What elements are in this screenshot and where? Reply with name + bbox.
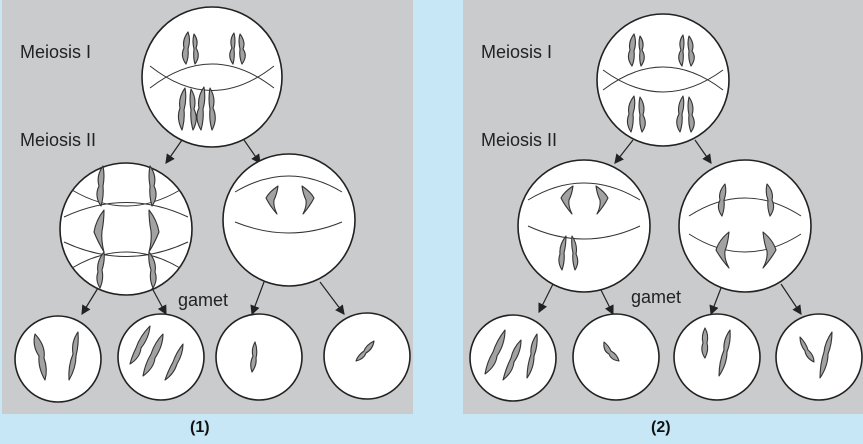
meiosis-2-left-cell	[517, 159, 651, 293]
chromosome	[96, 251, 105, 289]
chromosome	[164, 343, 184, 381]
chromosome	[484, 329, 506, 375]
chromosome	[638, 96, 646, 133]
chromosome	[819, 331, 833, 379]
chromosome	[687, 35, 695, 67]
chromosome	[626, 95, 636, 133]
chromosome	[196, 86, 206, 131]
arrow	[614, 139, 634, 164]
chromosome	[627, 33, 637, 67]
gamet-cell	[215, 313, 303, 401]
chromosome	[678, 34, 685, 67]
chromosome	[603, 341, 620, 362]
gamet-label: gamet	[631, 287, 682, 307]
chromosome	[715, 231, 730, 269]
chromosome	[595, 185, 609, 215]
chromosome	[638, 35, 645, 67]
chromosome	[265, 185, 279, 215]
chromosome	[560, 185, 574, 215]
chromosome	[238, 33, 246, 65]
chromosome	[192, 33, 199, 65]
panel-2-diagram: Meiosis I Meiosis II gamet	[463, 0, 863, 414]
chromosome	[765, 183, 775, 217]
gamet-label: gamet	[178, 290, 229, 310]
chromosome	[208, 87, 216, 131]
arrow	[694, 139, 712, 164]
gamet-cell	[14, 315, 102, 403]
chromosome	[718, 329, 731, 377]
chromosome	[177, 87, 187, 131]
arrow	[151, 287, 167, 316]
chromosome	[68, 331, 79, 381]
arrow	[538, 283, 554, 314]
chromosome	[229, 32, 236, 65]
meiosis-1-label: Meiosis I	[20, 42, 92, 62]
chromosome	[558, 235, 567, 271]
figure-caption-2: (2)	[651, 419, 671, 436]
meiosis-2-label: Meiosis II	[20, 130, 97, 150]
meiosis-2-label: Meiosis II	[481, 130, 558, 150]
meiosis-1-cell	[141, 6, 283, 148]
chromosome	[181, 31, 191, 65]
figure-caption-1: (1)	[190, 419, 210, 436]
arrow	[165, 139, 183, 164]
gamet-cell	[323, 312, 411, 400]
arrow	[780, 283, 802, 315]
panel-1-diagram: Meiosis I Meiosis II gamet	[2, 0, 413, 414]
chromosome	[96, 165, 105, 207]
chromosome	[799, 336, 815, 363]
chromosome	[33, 333, 47, 381]
chromosome	[129, 325, 151, 365]
gamet-cell	[775, 313, 863, 401]
meiosis-1-cell	[596, 13, 730, 147]
chromosome	[189, 88, 197, 131]
chromosome	[526, 333, 538, 379]
meiosis-2-right-cell	[222, 153, 356, 287]
chromosome	[687, 96, 695, 133]
arrow	[81, 287, 99, 316]
meiosis-1-label: Meiosis I	[481, 42, 553, 62]
arrow	[709, 287, 722, 316]
arrow	[600, 289, 614, 316]
chromosome	[701, 327, 709, 359]
arrow	[319, 281, 345, 315]
chromosome	[717, 183, 727, 217]
chromosome	[148, 165, 157, 207]
meiosis-2-left-cell	[59, 162, 193, 296]
chromosome	[142, 333, 164, 377]
gamet-cell	[673, 313, 761, 401]
arrow	[250, 281, 265, 316]
chromosome	[355, 340, 375, 362]
gamet-cell	[469, 314, 557, 402]
gamet-cell	[572, 313, 660, 401]
chromosome	[301, 185, 315, 215]
chromosome	[148, 251, 157, 289]
chromosome	[502, 339, 522, 381]
meiosis-2-right-cell	[678, 159, 812, 293]
arrow	[243, 139, 261, 164]
chromosome	[676, 95, 685, 133]
panel-1-drawing	[14, 6, 411, 403]
chromosome	[250, 341, 258, 373]
chromosome	[762, 231, 777, 269]
chromosome	[571, 235, 579, 271]
panel-2-drawing	[469, 13, 863, 402]
gamet-cell	[117, 313, 205, 401]
